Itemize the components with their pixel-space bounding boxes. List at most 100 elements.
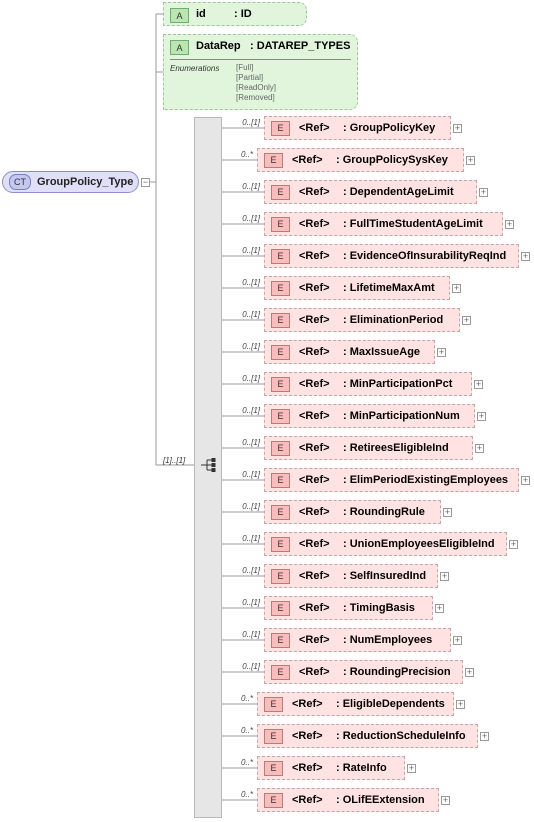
expand-icon[interactable]: +: [474, 379, 483, 389]
element-node[interactable]: E<Ref>: RetireesEligibleInd: [264, 436, 473, 460]
sequence-bar: [194, 117, 222, 818]
element-badge: E: [271, 280, 290, 296]
element-ref: <Ref>: [292, 154, 323, 166]
element-ref: <Ref>: [299, 634, 330, 646]
element-cardinality: 0..*: [240, 726, 253, 735]
element-badge: E: [271, 664, 290, 680]
element-ref: <Ref>: [299, 346, 330, 358]
element-node[interactable]: E<Ref>: TimingBasis: [264, 596, 433, 620]
element-ref: <Ref>: [299, 250, 330, 262]
expand-icon[interactable]: +: [441, 795, 450, 805]
complex-type-name: GroupPolicy_Type: [37, 176, 134, 188]
element-node[interactable]: E<Ref>: LifetimeMaxAmt: [264, 276, 450, 300]
element-node[interactable]: E<Ref>: NumEmployees: [264, 628, 451, 652]
element-name: : NumEmployees: [343, 634, 433, 646]
element-badge: E: [271, 184, 290, 200]
element-cardinality: 0..[1]: [242, 630, 260, 639]
attribute-id[interactable]: A id : ID: [163, 2, 307, 26]
element-cardinality: 0..[1]: [242, 406, 260, 415]
element-node[interactable]: E<Ref>: DependentAgeLimit: [264, 180, 477, 204]
expand-icon[interactable]: +: [437, 347, 446, 357]
attribute-name: id: [196, 8, 206, 20]
element-node[interactable]: E<Ref>: MinParticipationPct: [264, 372, 472, 396]
expand-icon[interactable]: +: [453, 635, 462, 645]
attribute-datarep[interactable]: A DataRep : DATAREP_TYPES Enumerations […: [163, 34, 358, 110]
element-cardinality: 0..[1]: [242, 502, 260, 511]
element-name: : MinParticipationNum: [343, 410, 460, 422]
element-node[interactable]: E<Ref>: EvidenceOfInsurabilityReqInd: [264, 244, 519, 268]
element-name: : RateInfo: [336, 762, 387, 774]
element-ref: <Ref>: [292, 762, 323, 774]
expand-icon[interactable]: +: [521, 475, 530, 485]
element-cardinality: 0..*: [240, 790, 253, 799]
expand-icon[interactable]: +: [462, 315, 471, 325]
element-cardinality: 0..[1]: [242, 438, 260, 447]
expand-icon[interactable]: +: [407, 763, 416, 773]
element-name: : FullTimeStudentAgeLimit: [343, 218, 483, 230]
element-ref: <Ref>: [299, 506, 330, 518]
element-cardinality: 0..[1]: [242, 182, 260, 191]
expand-icon[interactable]: +: [477, 411, 486, 421]
element-ref: <Ref>: [299, 666, 330, 678]
element-cardinality: 0..[1]: [242, 470, 260, 479]
expand-icon[interactable]: +: [435, 603, 444, 613]
element-node[interactable]: E<Ref>: RateInfo: [257, 756, 405, 780]
element-ref: <Ref>: [299, 570, 330, 582]
expand-icon[interactable]: +: [505, 219, 514, 229]
expand-icon[interactable]: +: [456, 699, 465, 709]
expand-icon[interactable]: +: [443, 507, 452, 517]
sequence-icon: [201, 458, 216, 472]
complex-type-node[interactable]: CT GroupPolicy_Type: [2, 171, 139, 193]
expand-icon[interactable]: +: [509, 539, 518, 549]
expand-icon[interactable]: +: [440, 571, 449, 581]
expand-icon[interactable]: +: [452, 283, 461, 293]
element-name: : RoundingRule: [343, 506, 425, 518]
element-node[interactable]: E<Ref>: ReductionScheduleInfo: [257, 724, 478, 748]
element-ref: <Ref>: [299, 474, 330, 486]
element-node[interactable]: E<Ref>: SelfInsuredInd: [264, 564, 438, 588]
element-node[interactable]: E<Ref>: UnionEmployeesEligibleInd: [264, 532, 507, 556]
element-node[interactable]: E<Ref>: GroupPolicySysKey: [257, 148, 464, 172]
enumeration-value: [Full]: [236, 63, 254, 72]
enumerations-label: Enumerations: [170, 64, 220, 73]
element-node[interactable]: E<Ref>: EligibleDependents: [257, 692, 454, 716]
element-name: : MaxIssueAge: [343, 346, 421, 358]
element-ref: <Ref>: [299, 186, 330, 198]
element-name: : OLifEExtension: [336, 794, 425, 806]
element-node[interactable]: E<Ref>: FullTimeStudentAgeLimit: [264, 212, 503, 236]
element-cardinality: 0..*: [240, 758, 253, 767]
expand-icon[interactable]: +: [465, 667, 474, 677]
element-badge: E: [271, 600, 290, 616]
expand-icon[interactable]: +: [453, 123, 462, 133]
element-cardinality: 0..[1]: [242, 598, 260, 607]
element-badge: E: [264, 696, 283, 712]
enumeration-value: [Partial]: [236, 73, 264, 82]
element-name: : EvidenceOfInsurabilityReqInd: [343, 250, 507, 262]
element-name: : RetireesEligibleInd: [343, 442, 449, 454]
element-node[interactable]: E<Ref>: ElimPeriodExistingEmployees: [264, 468, 519, 492]
element-badge: E: [271, 472, 290, 488]
expand-icon[interactable]: +: [479, 187, 488, 197]
expand-icon[interactable]: +: [480, 731, 489, 741]
expand-icon[interactable]: +: [475, 443, 484, 453]
collapse-icon[interactable]: −: [141, 177, 150, 187]
element-badge: E: [264, 728, 283, 744]
element-ref: <Ref>: [292, 794, 323, 806]
expand-icon[interactable]: +: [521, 251, 530, 261]
element-node[interactable]: E<Ref>: MinParticipationNum: [264, 404, 475, 428]
element-node[interactable]: E<Ref>: OLifEExtension: [257, 788, 439, 812]
element-ref: <Ref>: [299, 378, 330, 390]
element-node[interactable]: E<Ref>: MaxIssueAge: [264, 340, 435, 364]
attribute-badge: A: [170, 40, 189, 55]
element-badge: E: [271, 536, 290, 552]
element-cardinality: 0..[1]: [242, 566, 260, 575]
element-cardinality: 0..[1]: [242, 534, 260, 543]
attribute-name: DataRep: [196, 40, 241, 52]
element-node[interactable]: E<Ref>: RoundingPrecision: [264, 660, 463, 684]
element-node[interactable]: E<Ref>: RoundingRule: [264, 500, 441, 524]
element-node[interactable]: E<Ref>: EliminationPeriod: [264, 308, 460, 332]
element-node[interactable]: E<Ref>: GroupPolicyKey: [264, 116, 451, 140]
element-cardinality: 0..[1]: [242, 118, 260, 127]
expand-icon[interactable]: +: [466, 155, 475, 165]
